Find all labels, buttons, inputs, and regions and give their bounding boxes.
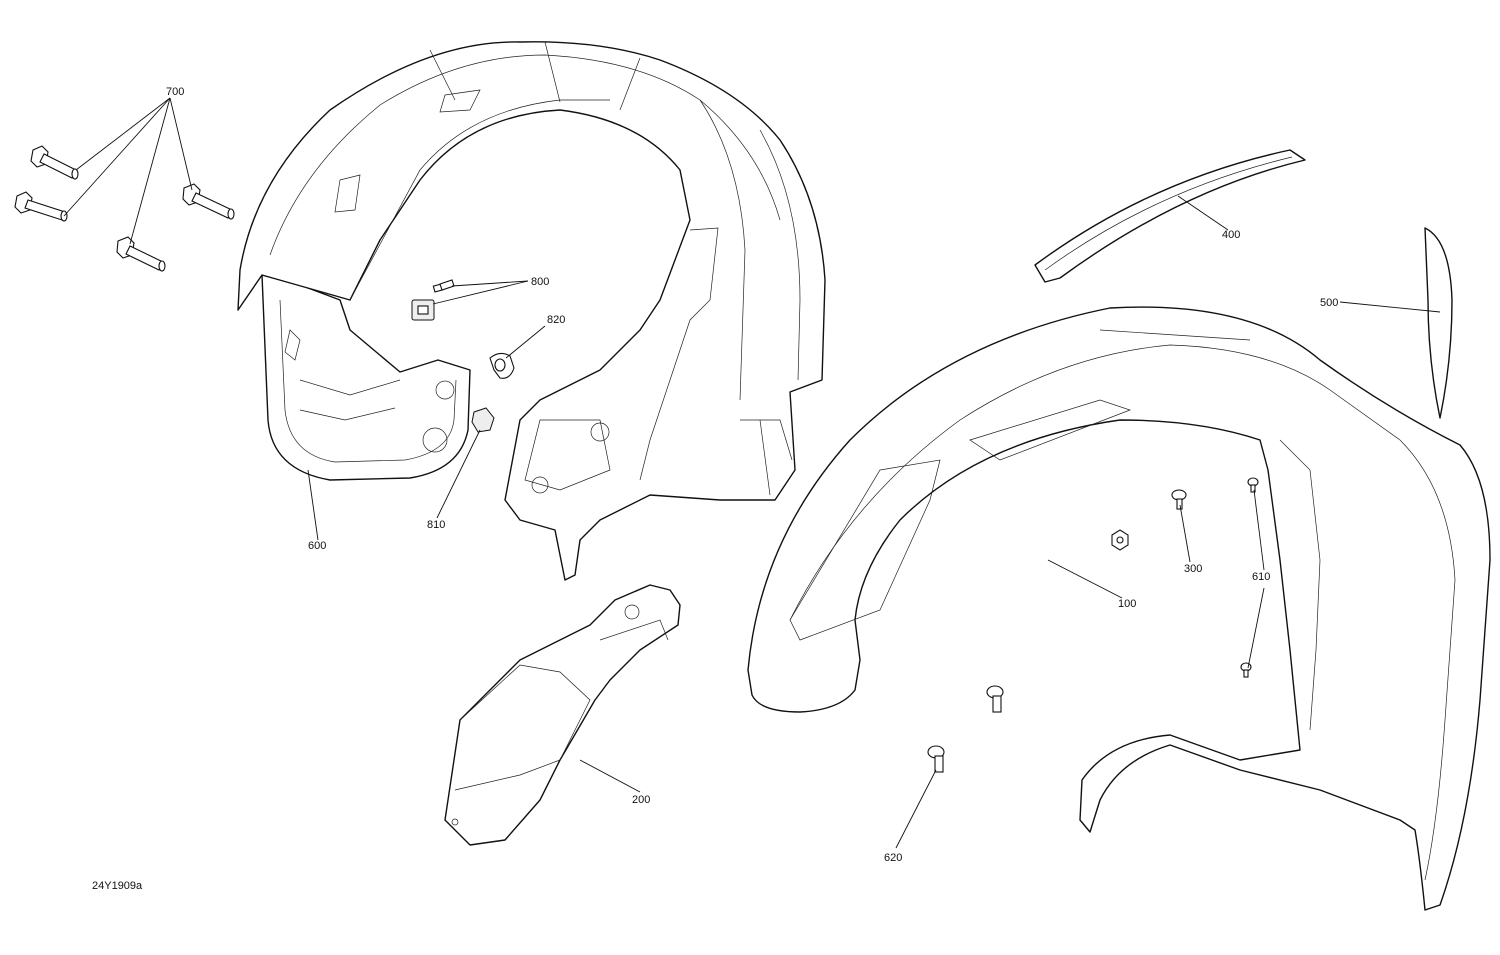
nut-610-a — [1111, 529, 1129, 551]
callout-620: 620 — [884, 852, 902, 864]
bolt-700-c — [182, 183, 235, 220]
clip-820 — [489, 352, 515, 379]
clip-810 — [471, 407, 495, 433]
screw-300 — [1171, 489, 1187, 510]
clip-800-a — [432, 279, 455, 293]
bracket-600 — [261, 274, 471, 481]
callout-610: 610 — [1252, 571, 1270, 583]
callout-800: 800 — [531, 276, 549, 288]
callout-500: 500 — [1320, 297, 1338, 309]
fender-right-100 — [747, 306, 1491, 911]
strip-400 — [1034, 149, 1306, 283]
callout-300: 300 — [1184, 563, 1202, 575]
lens-500 — [1424, 227, 1453, 419]
bolt-700-d — [116, 236, 166, 272]
callout-810: 810 — [427, 519, 445, 531]
part-200 — [444, 584, 681, 846]
callout-100: 100 — [1118, 598, 1136, 610]
screw-610-c — [1240, 662, 1252, 678]
screw-610-b — [1247, 477, 1259, 493]
drawing-code: 24Y1909a — [92, 880, 143, 892]
callout-400: 400 — [1222, 229, 1240, 241]
bolt-700-a — [30, 145, 79, 180]
callout-200: 200 — [632, 794, 650, 806]
bolt-700-b — [14, 191, 68, 222]
clip-800-b — [411, 299, 435, 321]
fender-left-assembly — [237, 41, 826, 581]
callout-700: 700 — [166, 86, 184, 98]
callout-600: 600 — [308, 540, 326, 552]
callout-820: 820 — [547, 314, 565, 326]
leader-lines — [63, 97, 1441, 849]
screw-620-b — [927, 745, 945, 773]
screw-620-a — [986, 685, 1004, 713]
